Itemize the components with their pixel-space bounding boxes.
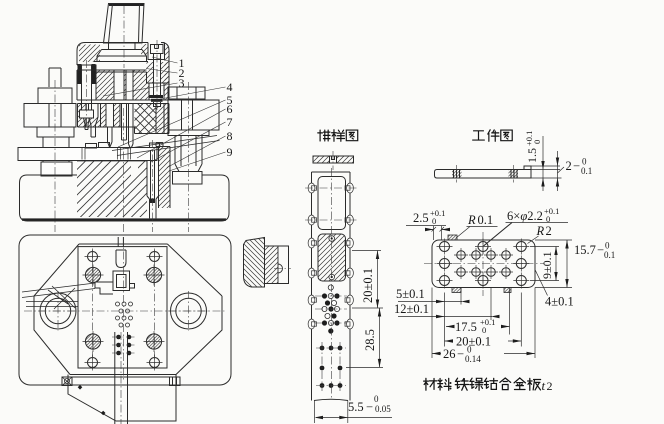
svg-text:0: 0 — [605, 241, 610, 251]
svg-text:−: − — [573, 159, 580, 173]
svg-text:0.1: 0.1 — [478, 213, 494, 227]
svg-text:0: 0 — [374, 394, 379, 404]
svg-text:7: 7 — [227, 115, 233, 129]
svg-text:R: R — [536, 224, 545, 238]
svg-text:+0.1: +0.1 — [480, 317, 495, 327]
svg-text:1: 1 — [179, 56, 185, 70]
svg-text:9±0.1: 9±0.1 — [540, 251, 554, 279]
svg-text:4±0.1: 4±0.1 — [545, 295, 574, 309]
svg-text:20±0.1: 20±0.1 — [456, 335, 491, 349]
svg-text:12±0.1: 12±0.1 — [394, 302, 429, 316]
svg-text:−: − — [597, 243, 604, 257]
svg-text:0: 0 — [432, 216, 436, 226]
svg-text:6×φ2.2: 6×φ2.2 — [507, 209, 543, 223]
svg-text:3: 3 — [179, 76, 185, 90]
svg-text:0: 0 — [467, 345, 472, 355]
svg-text:2: 2 — [546, 224, 552, 238]
svg-text:R: R — [467, 213, 476, 227]
svg-text:−: − — [366, 400, 373, 414]
svg-text:+0.1: +0.1 — [430, 208, 445, 218]
svg-text:8: 8 — [227, 129, 233, 143]
svg-text:17.5: 17.5 — [455, 320, 477, 334]
svg-text:0: 0 — [546, 214, 550, 224]
svg-text:5±0.1: 5±0.1 — [396, 287, 425, 301]
svg-text:0.05: 0.05 — [375, 404, 391, 414]
svg-text:6: 6 — [227, 102, 233, 116]
svg-text:15.7: 15.7 — [574, 243, 596, 257]
svg-text:+0.1: +0.1 — [524, 131, 534, 146]
svg-text:−: − — [457, 347, 464, 361]
svg-text:0.14: 0.14 — [465, 354, 481, 364]
svg-text:2.5: 2.5 — [413, 211, 429, 225]
svg-text:t: t — [542, 378, 546, 393]
svg-text:0.1: 0.1 — [604, 250, 615, 260]
svg-text:0: 0 — [482, 325, 486, 335]
svg-text:0.1: 0.1 — [581, 166, 592, 176]
svg-text:26: 26 — [443, 347, 456, 361]
svg-text:+0.1: +0.1 — [544, 206, 559, 216]
svg-text:2: 2 — [566, 159, 572, 173]
svg-text:4: 4 — [227, 80, 233, 94]
svg-text:1.5: 1.5 — [525, 148, 539, 163]
svg-text:5: 5 — [227, 93, 233, 107]
svg-text:20±0.1: 20±0.1 — [361, 268, 375, 303]
svg-text:0: 0 — [582, 157, 587, 167]
svg-text:2: 2 — [547, 379, 553, 393]
svg-text:0: 0 — [532, 140, 542, 144]
svg-text:28.5: 28.5 — [363, 329, 377, 351]
svg-text:9: 9 — [227, 145, 233, 159]
svg-text:5.5: 5.5 — [348, 400, 364, 414]
svg-text:2: 2 — [179, 66, 185, 80]
